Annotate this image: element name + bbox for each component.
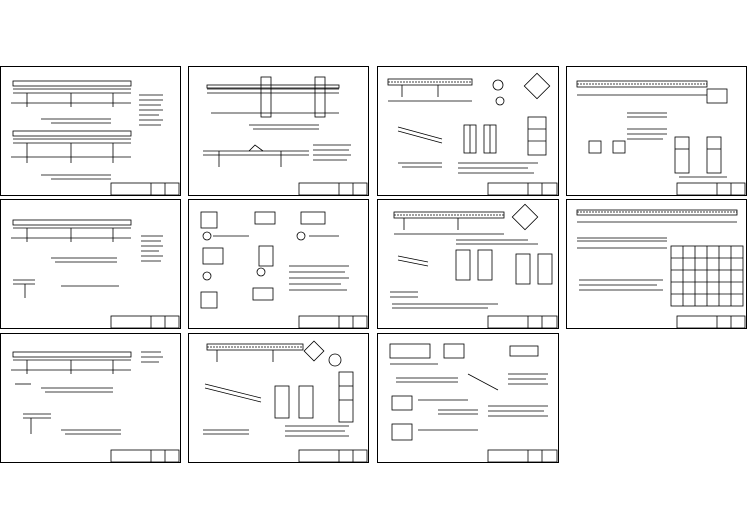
sheet-9-linework bbox=[11, 351, 180, 462]
drawing-sheet-8[interactable] bbox=[566, 199, 747, 329]
drawing-sheet-1[interactable] bbox=[0, 66, 181, 196]
sheet-10-linework bbox=[203, 340, 368, 462]
sheet-3-linework bbox=[387, 72, 558, 195]
sheet-5-linework bbox=[11, 219, 180, 328]
sheet-11-linework bbox=[389, 343, 558, 462]
sheet-7-linework bbox=[390, 203, 558, 328]
sheet-6-linework bbox=[200, 211, 368, 328]
drawing-sheet-11[interactable] bbox=[377, 333, 559, 463]
drawing-sheet-5[interactable] bbox=[0, 199, 181, 329]
drawing-sheet-6[interactable] bbox=[188, 199, 369, 329]
drawing-sheet-7[interactable] bbox=[377, 199, 559, 329]
drawing-sheet-10[interactable] bbox=[188, 333, 369, 463]
drawing-sheet-2[interactable] bbox=[188, 66, 369, 196]
sheet-8-linework bbox=[576, 209, 746, 328]
sheet-2-linework bbox=[203, 76, 368, 195]
drawing-sheet-4[interactable] bbox=[566, 66, 747, 196]
sheet-1-linework bbox=[11, 80, 180, 195]
drawing-sheet-9[interactable] bbox=[0, 333, 181, 463]
sheet-4-linework bbox=[576, 80, 746, 195]
drawing-sheet-3[interactable] bbox=[377, 66, 559, 196]
